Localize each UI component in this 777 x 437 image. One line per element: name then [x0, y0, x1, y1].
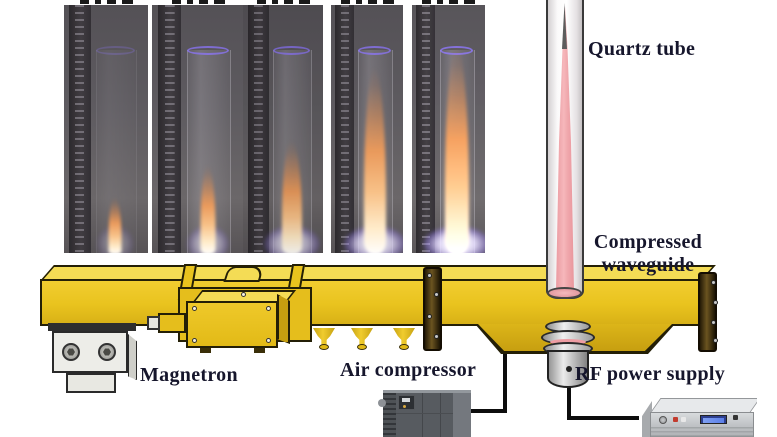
- compressor-vents: [383, 393, 396, 437]
- rf-power-supply-unit: [637, 396, 757, 437]
- ruler-strip: [335, 5, 355, 253]
- compressor-control-panel: [398, 395, 415, 410]
- rf-side-face: [642, 401, 652, 437]
- tube-rim-glow: [273, 46, 311, 55]
- tuning-stub: [393, 328, 415, 345]
- compressed-waveguide-label: Compressed waveguide: [593, 231, 703, 276]
- air-line-segment: [467, 409, 507, 413]
- gas-injector-cylinder: [547, 350, 589, 388]
- waveguide-flange: [423, 267, 442, 351]
- coupler-port-cap: [147, 316, 160, 330]
- rf-white-button: [681, 417, 686, 422]
- quartz-tube-bottom-rim: [547, 287, 582, 299]
- hex-bolt-icon: [98, 343, 116, 361]
- bolt-icon: [427, 273, 432, 278]
- rf-power-supply-label: RF power supply: [575, 363, 726, 385]
- tube-rim-glow: [186, 46, 230, 55]
- rf-red-button: [673, 417, 678, 422]
- bolt-icon: [711, 280, 716, 285]
- plasma-photo-1: [64, 5, 148, 253]
- coupler-side-face: [277, 294, 290, 344]
- bolt-icon: [192, 306, 197, 311]
- bolt-icon: [427, 314, 432, 319]
- plasma-photo-4: [331, 5, 403, 253]
- ruler-strip: [157, 5, 182, 253]
- coupler-foot: [200, 347, 211, 353]
- cropped-label-marks: [412, 0, 485, 4]
- coupler-box: [186, 301, 278, 348]
- plasma-flame: [363, 67, 386, 253]
- waveguide-body: [40, 279, 702, 326]
- bolt-icon: [434, 334, 439, 339]
- plasma-photo-2: [152, 5, 244, 253]
- plasma-photo-3: [243, 5, 323, 253]
- coupler-port-stub: [158, 313, 186, 333]
- injector-port-icon: [566, 366, 572, 372]
- tuning-stub: [313, 328, 335, 345]
- tube-rim-glow: [358, 46, 392, 55]
- compressor-top-edge: [383, 390, 471, 393]
- bolt-icon: [241, 292, 246, 297]
- tuning-stub: [351, 328, 373, 345]
- bolt-icon: [711, 320, 716, 325]
- magnetron-side-face: [128, 334, 137, 380]
- compressor-side-face: [453, 393, 471, 437]
- bolt-icon: [266, 338, 271, 343]
- magnetron-label: Magnetron: [140, 364, 238, 386]
- tuning-stub-tip: [399, 344, 409, 350]
- plasma-flame: [281, 140, 302, 253]
- cropped-label-marks: [152, 0, 244, 4]
- hex-bolt-icon: [62, 343, 80, 361]
- compressor-outlet-pipe: [378, 399, 386, 407]
- cropped-label-marks: [331, 0, 403, 4]
- bolt-icon: [192, 338, 197, 343]
- plasma-cone-apex: [562, 3, 567, 49]
- bolt-icon: [266, 306, 271, 311]
- rf-top-face: [650, 398, 757, 413]
- ruler-strip: [69, 5, 91, 253]
- rf-lcd-display: [700, 415, 727, 424]
- quartz-tube-label: Quartz tube: [588, 38, 696, 60]
- air-compressor-unit: [383, 390, 471, 437]
- tuning-stub-tip: [357, 344, 367, 350]
- bolt-icon: [713, 338, 718, 343]
- ruler-strip: [416, 5, 436, 253]
- rf-line-segment: [567, 416, 639, 420]
- bolt-icon: [434, 292, 439, 297]
- plasma-flame: [200, 165, 216, 253]
- rf-dark-button: [733, 415, 738, 420]
- cropped-label-marks: [243, 0, 323, 4]
- rf-knob-icon: [659, 416, 667, 424]
- tuning-stub-tip: [319, 344, 329, 350]
- magnetron-lower-box: [66, 373, 116, 393]
- plasma-flame: [108, 197, 122, 253]
- magnetron-mount-plate: [48, 323, 136, 331]
- tube-rim-glow: [95, 46, 135, 55]
- ruler-strip: [247, 5, 269, 253]
- air-line-segment: [503, 341, 507, 413]
- cropped-label-marks: [64, 0, 148, 4]
- bolt-icon: [713, 300, 718, 305]
- plasma-photo-5: [412, 5, 485, 253]
- waveguide-end-flange: [698, 272, 717, 352]
- rf-vents: [651, 427, 753, 437]
- rf-line-segment: [567, 386, 571, 420]
- waveguide-top-tab: [223, 266, 265, 282]
- coupler-foot: [254, 347, 265, 353]
- air-compressor-label: Air compressor: [340, 359, 477, 381]
